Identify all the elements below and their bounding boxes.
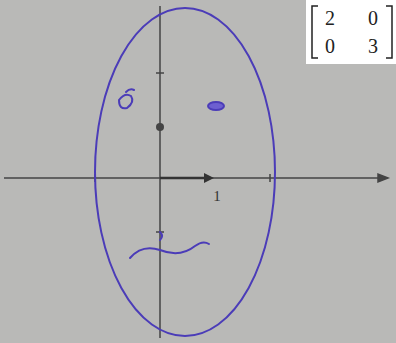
unit-vector-head <box>204 173 214 183</box>
mouth <box>130 242 209 258</box>
axes <box>4 6 388 338</box>
x-axis-head <box>378 174 388 182</box>
face-sketch <box>95 8 275 336</box>
tick <box>156 72 164 74</box>
left-eye <box>119 95 132 109</box>
tick <box>269 174 271 182</box>
x-axis <box>4 177 380 179</box>
unit-vector <box>160 177 206 180</box>
axis-label: 1 <box>213 189 221 204</box>
eye-mark <box>126 89 134 92</box>
point <box>156 123 164 131</box>
matrix-brackets <box>312 6 392 58</box>
mouth-mark <box>160 232 162 240</box>
matrix-entry: 3 <box>368 36 378 56</box>
right-bracket <box>386 6 392 58</box>
matrix-entry: 0 <box>368 8 378 28</box>
right-eye <box>208 102 224 110</box>
matrix-entry: 0 <box>325 36 335 56</box>
matrix-panel <box>306 0 396 64</box>
y-axis <box>159 6 161 338</box>
left-bracket <box>312 6 318 58</box>
matrix-entry: 2 <box>325 8 335 28</box>
face-outline <box>95 8 275 336</box>
